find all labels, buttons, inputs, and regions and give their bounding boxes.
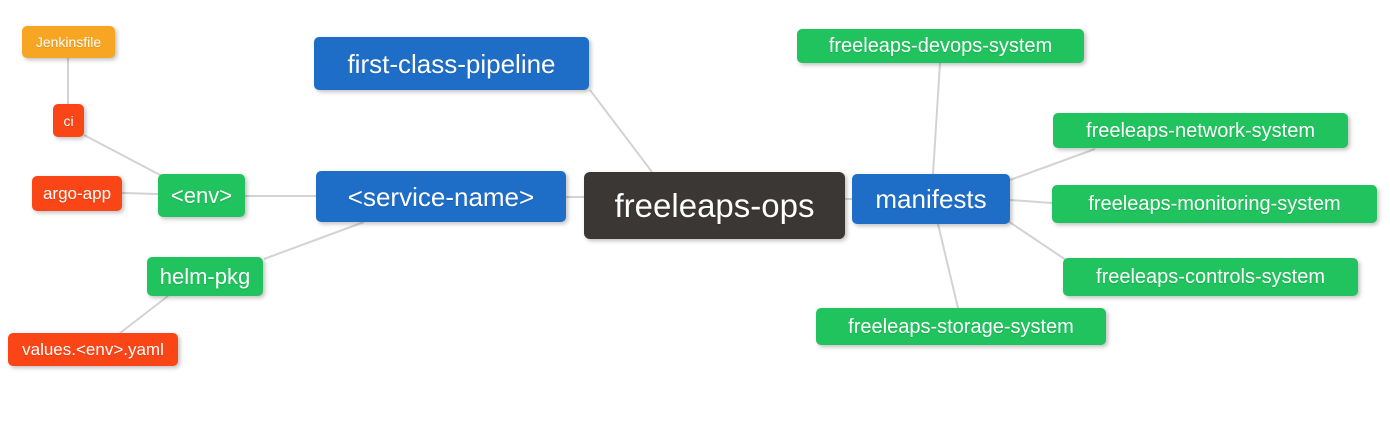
mindmap-node-manifests[interactable]: manifests <box>852 174 1010 224</box>
mindmap-node-ci[interactable]: ci <box>53 104 84 137</box>
edge-manifests-to-freeleaps-controls-system <box>1007 220 1067 261</box>
edge-ci-to-env <box>83 134 163 177</box>
edge-first-class-pipeline-to-freeleaps-ops <box>589 89 653 173</box>
mindmap-node-helm-pkg[interactable]: helm-pkg <box>147 257 263 296</box>
edge-manifests-to-freeleaps-storage-system <box>937 223 959 309</box>
edge-helm-pkg-to-values-env-yaml <box>119 295 169 334</box>
mindmap-node-service-name[interactable]: <service-name> <box>316 171 566 222</box>
mindmap-node-argo-app[interactable]: argo-app <box>32 176 122 211</box>
mindmap-node-freeleaps-storage-system[interactable]: freeleaps-storage-system <box>816 308 1106 345</box>
edge-argo-app-to-env <box>121 192 159 195</box>
edge-service-name-to-helm-pkg <box>263 221 365 260</box>
mindmap-node-freeleaps-network-system[interactable]: freeleaps-network-system <box>1053 113 1348 148</box>
mindmap-node-values-env-yaml[interactable]: values.<env>.yaml <box>8 333 178 366</box>
edge-freeleaps-devops-system-to-manifests <box>932 62 941 175</box>
mindmap-node-jenkinsfile[interactable]: Jenkinsfile <box>22 26 115 58</box>
mindmap-node-env[interactable]: <env> <box>158 174 245 217</box>
edge-manifests-to-freeleaps-monitoring-system <box>1009 199 1053 204</box>
mindmap-node-freeleaps-monitoring-system[interactable]: freeleaps-monitoring-system <box>1052 185 1377 223</box>
mindmap-node-freeleaps-devops-system[interactable]: freeleaps-devops-system <box>797 29 1084 63</box>
mindmap-node-first-class-pipeline[interactable]: first-class-pipeline <box>314 37 589 90</box>
edge-manifests-to-freeleaps-network-system <box>1009 148 1096 181</box>
mindmap-node-freeleaps-controls-system[interactable]: freeleaps-controls-system <box>1063 258 1358 296</box>
mindmap-node-freeleaps-ops[interactable]: freeleaps-ops <box>584 172 845 239</box>
